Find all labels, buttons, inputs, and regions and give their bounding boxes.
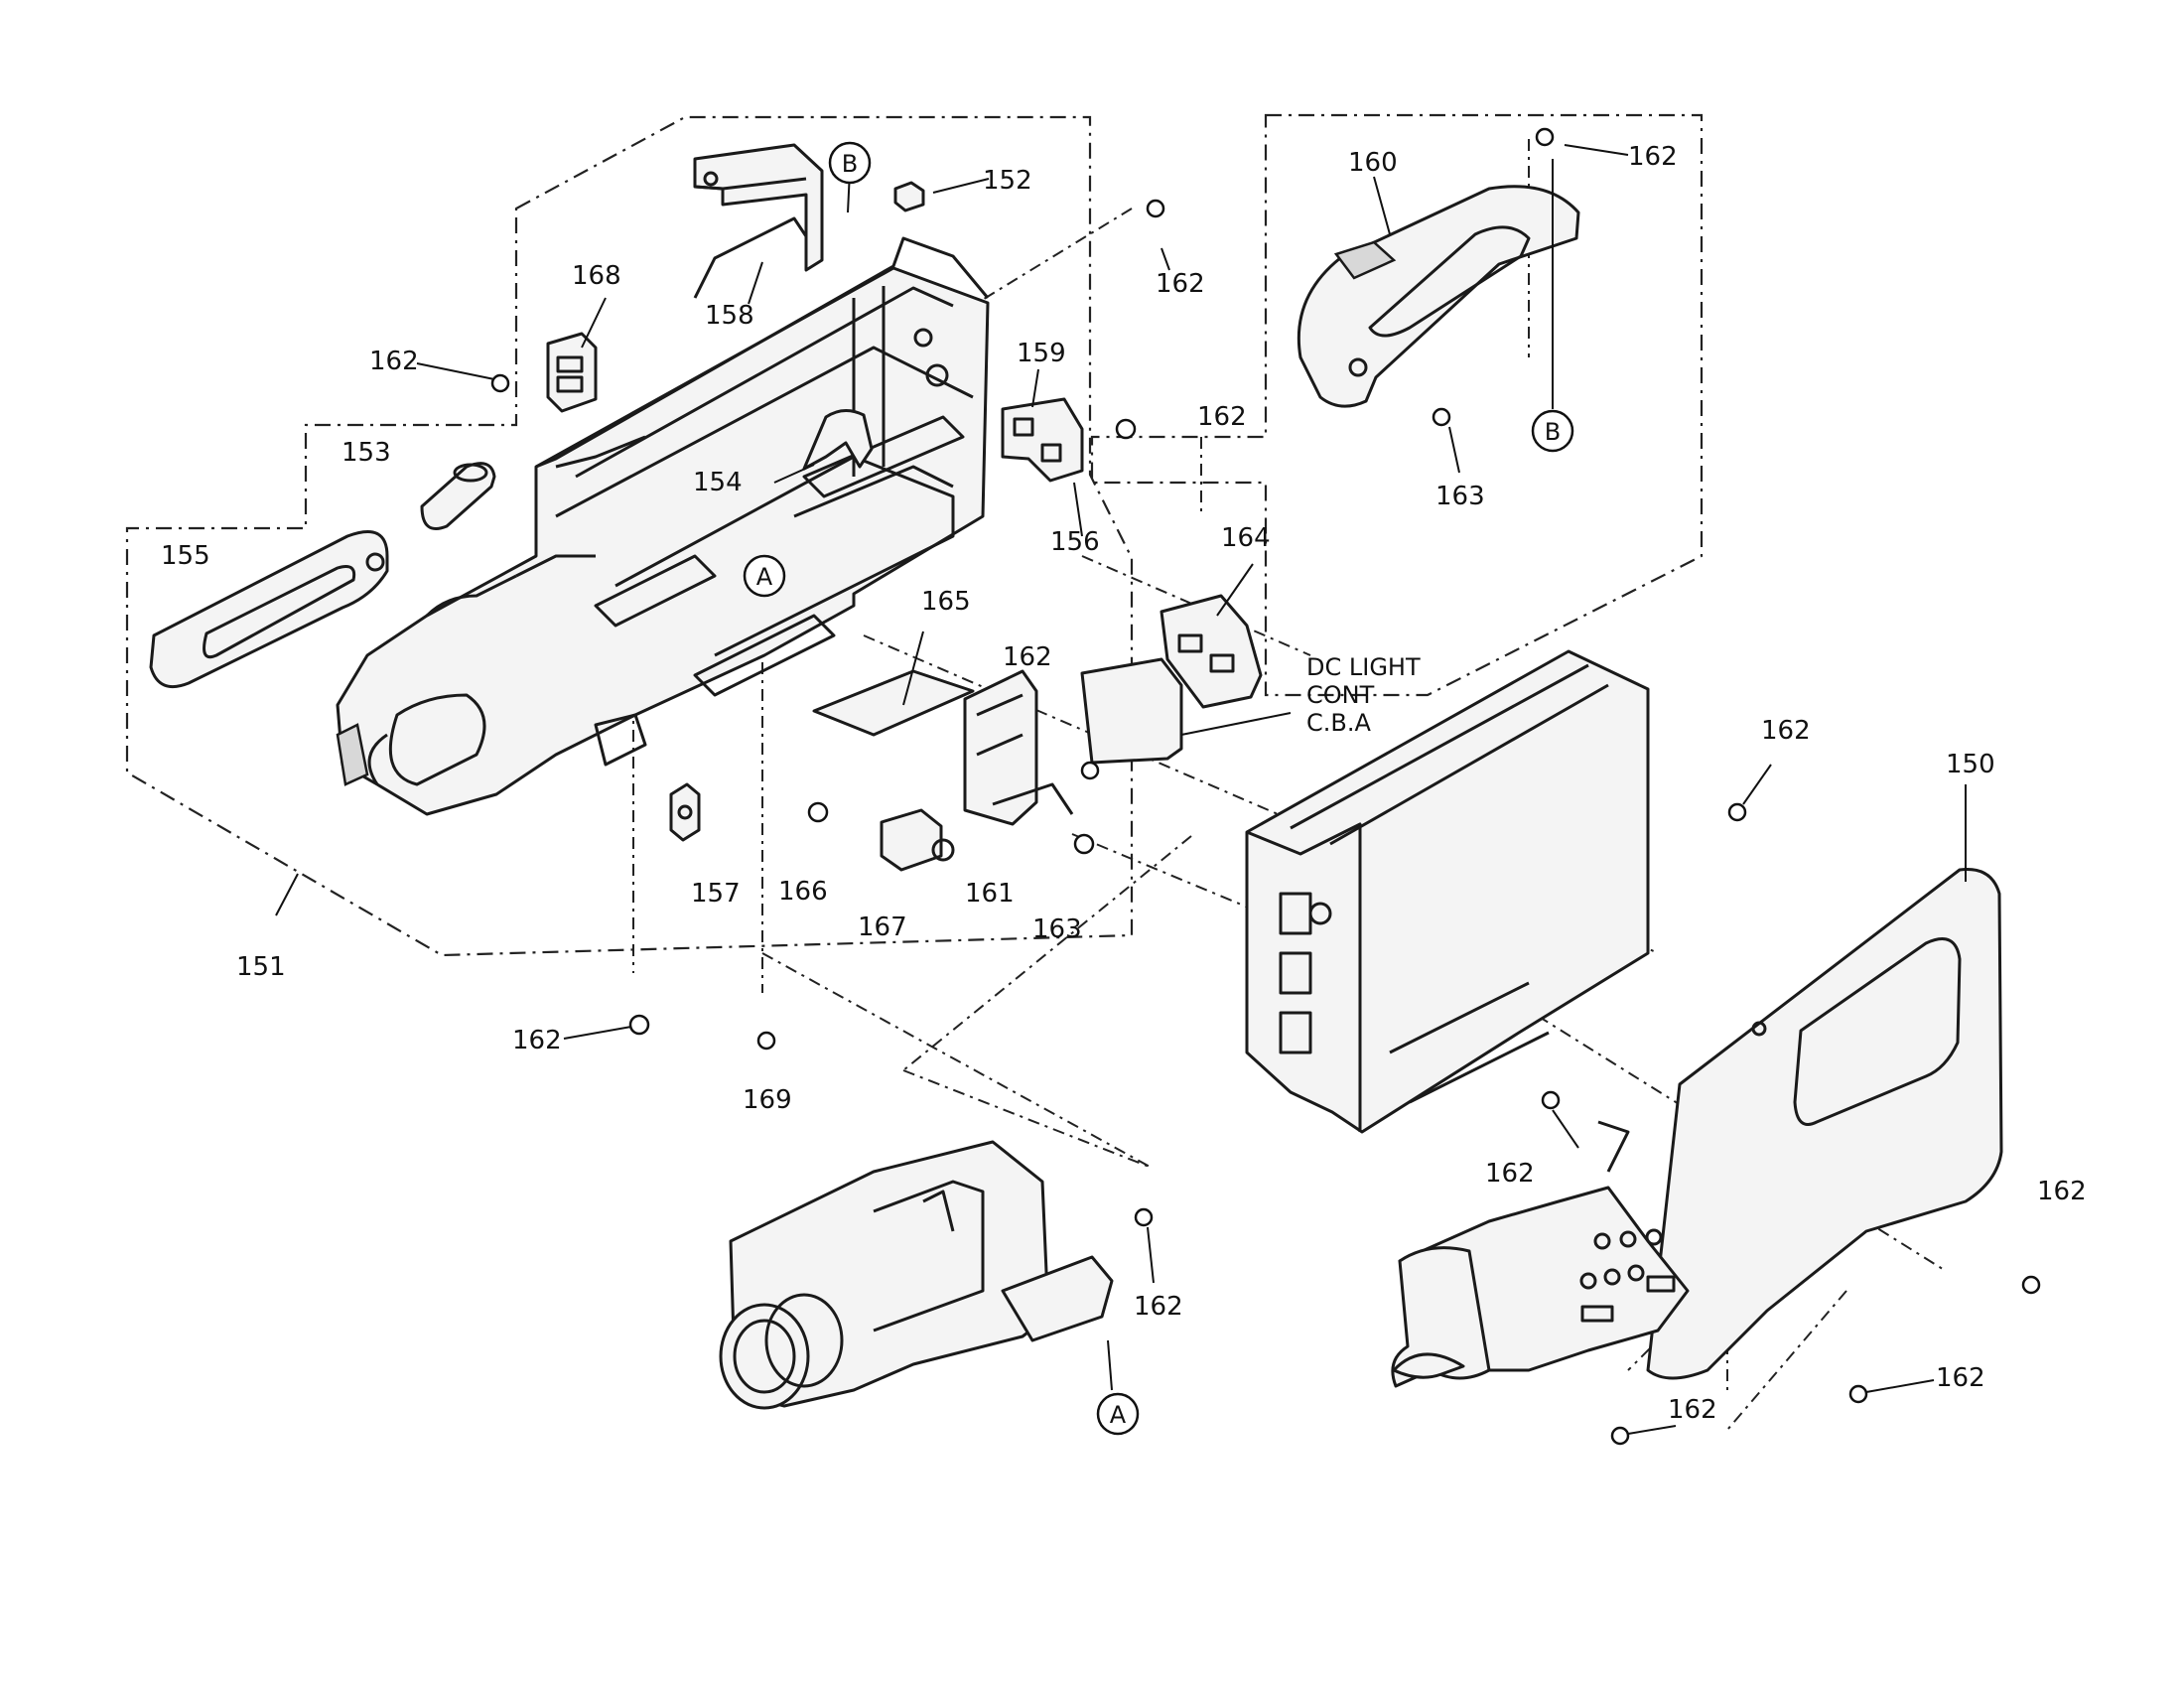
grip-cap-153 [420,462,496,530]
svg-text:B: B [842,150,858,178]
label-162-far-right: 162 [2037,1177,2087,1206]
control-buttons [1579,1228,1676,1323]
clip-152 [893,181,925,212]
label-169: 169 [743,1085,792,1115]
switch-157 [669,782,701,842]
label-162-right: 162 [1197,402,1247,432]
dc-light-board-164 [1080,594,1263,780]
label-166: 166 [778,877,828,907]
label-158: 158 [705,301,754,331]
annotation-line-3: C.B.A [1306,709,1371,737]
main-body-frame [1245,649,1650,1134]
label-155: 155 [161,541,210,571]
svg-text:B: B [1545,418,1561,446]
label-154: 154 [693,468,743,497]
label-leaders [275,144,1967,1435]
label-162-bottom-left: 162 [512,1026,562,1055]
connector-161 [880,808,955,872]
label-162-center: 162 [1003,642,1052,672]
label-157: 157 [691,879,741,909]
clamp-154 [802,409,874,471]
label-162-lens: 162 [1134,1292,1183,1322]
bracket-167 [963,669,1074,826]
chassis-frame-151 [336,216,990,816]
label-167: 167 [858,912,907,942]
top-rail-158 [693,143,824,272]
label-164: 164 [1221,523,1271,553]
screws [490,127,2041,1446]
reference-b-top: B [828,141,872,185]
label-160: 160 [1348,148,1398,178]
label-151: 151 [236,952,286,982]
reference-a-lens: A [1096,1392,1140,1436]
label-162-top: 162 [1628,142,1678,172]
lens-unit [719,1140,1114,1410]
assembly-151-boundary [125,115,1134,957]
side-panel-150 [1646,868,2003,1380]
dc-light-cont-annotation: DC LIGHT CONT C.B.A [1306,653,1421,737]
label-162-bottom: 162 [1668,1395,1717,1425]
label-150: 150 [1946,750,1995,779]
label-162-left: 162 [369,347,419,376]
label-165: 165 [921,587,971,617]
label-153: 153 [341,438,391,468]
bracket-168 [546,332,598,413]
reference-a-frame: A [743,554,786,598]
screw-166 [807,801,829,823]
hand-strap-155 [149,530,389,688]
lower-body [1391,1120,1690,1388]
label-162-body: 162 [1761,716,1811,746]
assembly-160-boundary [1090,113,1704,697]
svg-text:A: A [756,563,773,591]
label-159: 159 [1017,339,1066,368]
svg-text:A: A [1110,1401,1127,1429]
part-labels: 150 151 152 153 154 155 156 157 158 159 … [161,142,2087,1425]
bracket-159 [1001,397,1084,483]
label-162-mid: 162 [1156,269,1205,299]
annotation-line-2: CONT [1306,681,1375,709]
label-161: 161 [965,879,1015,909]
label-163-frame: 163 [1032,914,1082,944]
label-168: 168 [572,261,621,291]
plate-165 [812,669,975,737]
label-156: 156 [1050,527,1100,557]
annotation-line-1: DC LIGHT [1306,653,1421,681]
carry-handle-160 [1297,185,1580,408]
label-163-handle: 163 [1435,482,1485,511]
label-162-body-lower: 162 [1485,1159,1535,1189]
label-162-lower-right: 162 [1936,1363,1985,1393]
label-152: 152 [983,166,1032,196]
reference-b-handle: B [1531,409,1574,453]
